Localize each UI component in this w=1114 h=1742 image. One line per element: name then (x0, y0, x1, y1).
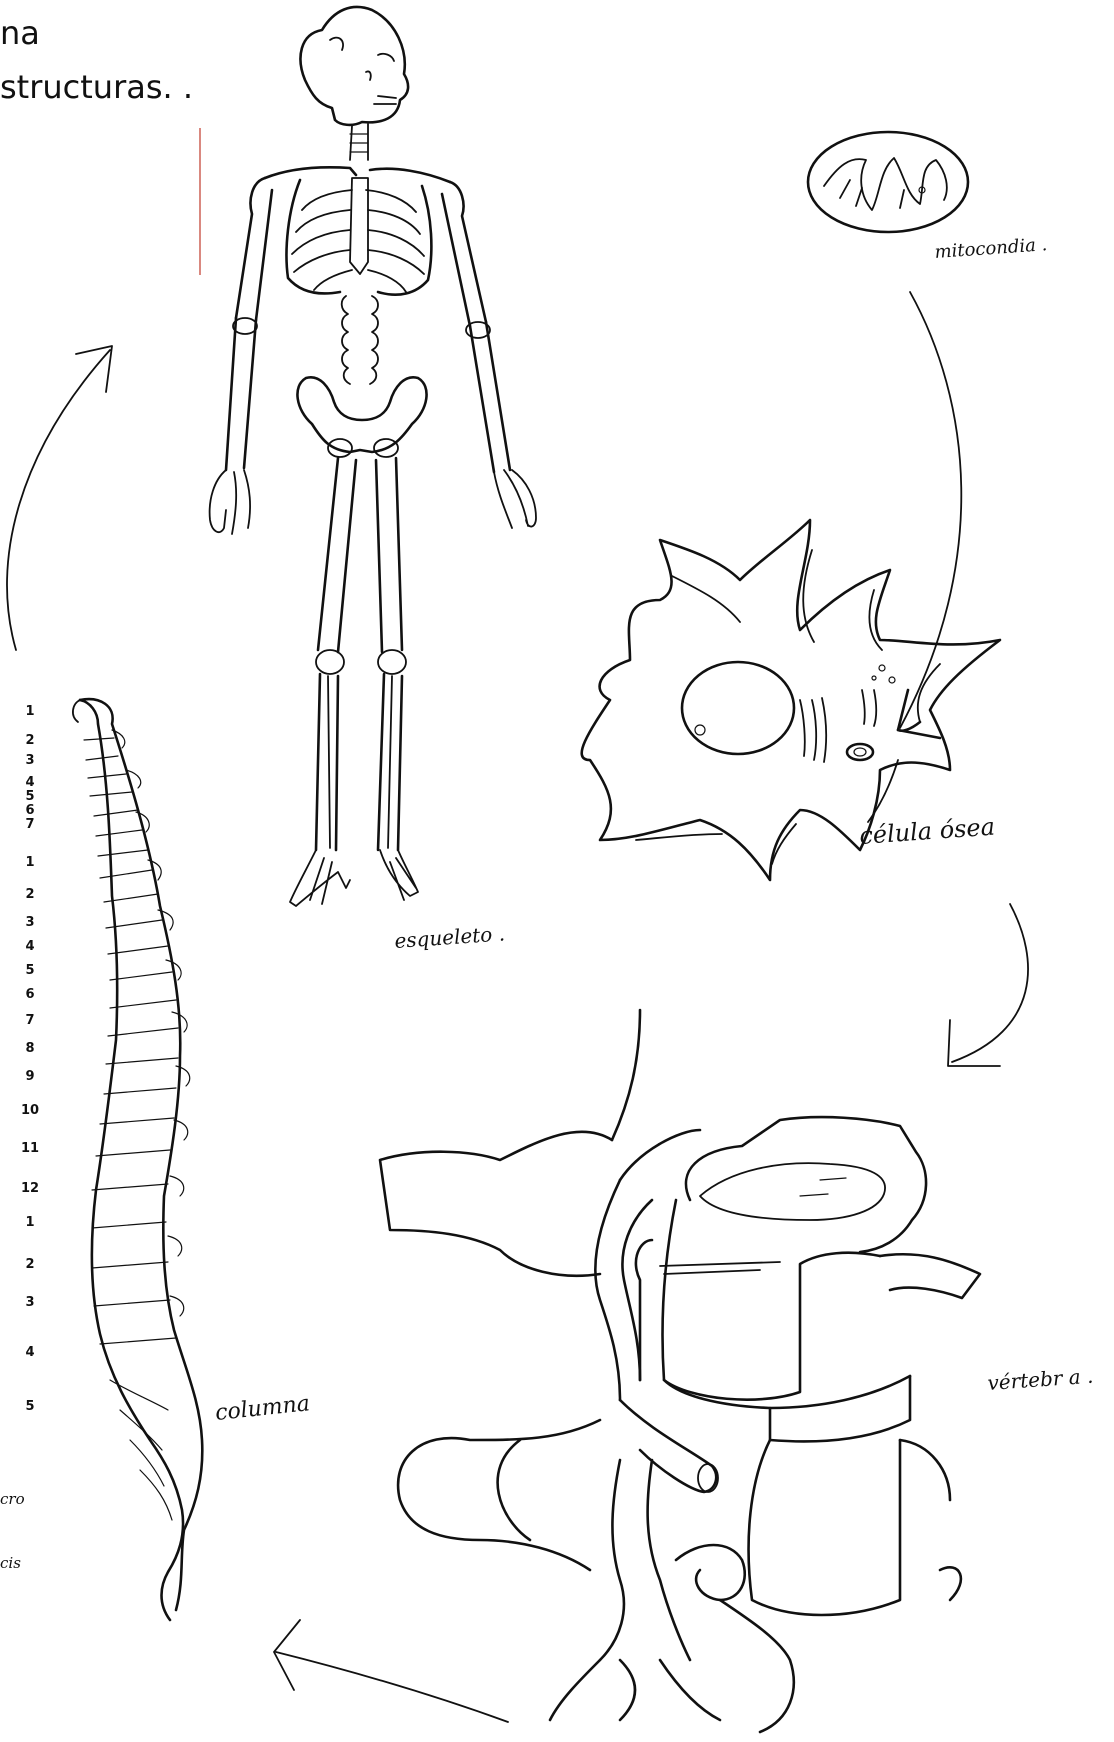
label-vertebra: vértebr a . (987, 1364, 1094, 1395)
spine-numbers: 1 2 3 4 5 6 7 1 2 3 4 5 6 7 8 9 10 11 12… (21, 704, 39, 1414)
spine-number: 11 (21, 1141, 39, 1156)
spine-number: 2 (25, 733, 34, 748)
spine-number: 1 (25, 704, 34, 719)
spine-number: 8 (25, 1041, 34, 1056)
arrow-vertebra-to-column (276, 1652, 508, 1722)
label-mitochondria: mitocondia . (934, 234, 1048, 263)
spine-number: 3 (25, 915, 34, 930)
skeleton-drawing (210, 7, 536, 906)
arrow-cell-to-vertebra (952, 904, 1028, 1062)
cycle-arrows (7, 346, 1028, 1722)
heading-line-2: structuras. . (0, 68, 193, 106)
label-coccyx-fragment: cis (0, 1554, 21, 1572)
spine-number: 2 (25, 1257, 34, 1272)
arrow-cell-to-vertebra-head (948, 1020, 1000, 1066)
spine-number: 12 (21, 1181, 39, 1196)
spine-number: 7 (25, 817, 34, 832)
label-bone-cell: célula ósea (858, 813, 995, 850)
spinal-column-drawing (73, 699, 202, 1620)
mitochondria-drawing (808, 132, 968, 232)
arrow-column-to-skeleton (7, 350, 110, 650)
spine-number: 6 (25, 987, 34, 1002)
spine-number: 7 (25, 1013, 34, 1028)
label-sacrum-fragment: cro (0, 1490, 25, 1508)
heading-line-1: na (0, 14, 40, 52)
spine-number: 5 (25, 789, 34, 804)
spine-number: 6 (25, 803, 34, 818)
spine-number: 4 (25, 939, 34, 954)
spine-number: 10 (21, 1103, 39, 1118)
label-column: columna (214, 1391, 311, 1426)
spine-number: 5 (25, 963, 34, 978)
spine-number: 9 (25, 1069, 34, 1084)
spine-number: 3 (25, 753, 34, 768)
vertebra-drawing (380, 1010, 980, 1732)
bone-cell-drawing (582, 292, 1000, 880)
spine-number: 4 (25, 775, 34, 790)
spine-number: 1 (25, 855, 34, 870)
label-skeleton: esqueleto . (394, 921, 506, 953)
spine-number: 4 (25, 1345, 34, 1360)
spine-number: 3 (25, 1295, 34, 1310)
spine-number: 1 (25, 1215, 34, 1230)
spine-number: 2 (25, 887, 34, 902)
spine-number: 5 (25, 1399, 34, 1414)
